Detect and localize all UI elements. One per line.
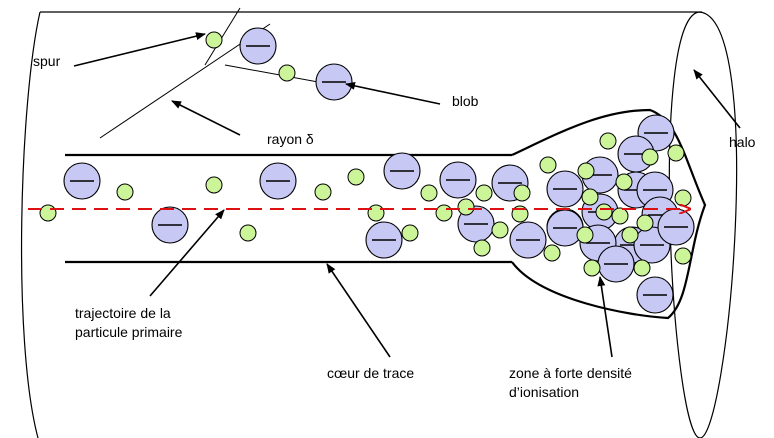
ion-small-particle (367, 204, 385, 222)
ion-large-particle (439, 161, 477, 199)
ion-small-particle (576, 226, 594, 244)
ion-small-particle (599, 132, 617, 150)
ion-small-particle (667, 144, 685, 162)
ion-small-particle (475, 184, 493, 202)
ion-large-particle (315, 63, 353, 101)
density-zone-label-line-1: zone à forte densité (509, 365, 632, 381)
ion-small-particle (611, 207, 629, 225)
blob-label: blob (452, 93, 479, 109)
ion-small-particle (457, 198, 475, 216)
track-core-arrow (326, 263, 391, 358)
ion-small-particle (539, 156, 557, 174)
ion-small-particle (674, 247, 692, 265)
ion-small-particle (674, 189, 692, 207)
trajectory-arrow (149, 209, 225, 297)
delta-ray-arrow (171, 100, 241, 136)
track-core-label: cœur de trace (327, 365, 415, 381)
ion-small-particle (314, 183, 332, 201)
ion-large-particle (597, 245, 635, 283)
ion-large-particle (546, 209, 584, 247)
ion-small-particle (581, 188, 599, 206)
ion-small-particle (577, 162, 595, 180)
high-density-zone-outline (511, 108, 707, 320)
ion-small-particle (636, 214, 654, 232)
ion-small-particle (595, 203, 613, 221)
ion-small-particle (278, 64, 296, 82)
ion-large-particle (151, 206, 189, 244)
ion-small-particle (641, 148, 659, 166)
ion-large-particle (383, 152, 421, 190)
ion-small-particle (491, 221, 509, 239)
ion-small-particle (615, 173, 633, 191)
halo-arrow (693, 69, 741, 129)
ion-small-particle (116, 183, 134, 201)
ion-small-particle (347, 168, 365, 186)
density-zone-label: zone à forte densité d’ionisation (509, 364, 632, 402)
ion-small-particle (205, 31, 223, 49)
ion-large-particle (239, 27, 277, 65)
halo-label: halo (729, 134, 756, 150)
ion-small-particle (473, 239, 491, 257)
ion-small-particle (435, 204, 453, 222)
delta-ray-lines (99, 7, 341, 139)
ion-small-particle (401, 224, 419, 242)
ion-large-particle (63, 162, 101, 200)
spur-branch-line (204, 7, 241, 66)
ion-large-particle (636, 276, 674, 314)
spur-label: spur (33, 53, 61, 69)
trajectory-label-line-1: trajectoire de la (75, 305, 171, 321)
ion-particles (39, 27, 695, 314)
halo-right-end-ellipse (668, 11, 738, 438)
ion-large-particle (259, 162, 297, 200)
ion-small-particle (633, 259, 651, 277)
ion-small-particle (513, 184, 531, 202)
ion-large-particle (365, 221, 403, 259)
trajectory-label-line-2: particule primaire (75, 324, 183, 340)
density-zone-arrow (597, 276, 613, 358)
ion-small-particle (420, 184, 438, 202)
delta-ray-label: rayon δ (267, 131, 314, 147)
ion-large-particle (509, 221, 547, 259)
ion-small-particle (39, 204, 57, 222)
blob-arrow (345, 81, 441, 105)
ion-large-particle (657, 208, 695, 246)
density-zone-label-line-2: d’ionisation (509, 384, 580, 400)
spur-arrow (73, 32, 206, 67)
ion-small-particle (621, 226, 639, 244)
ion-small-particle (543, 244, 561, 262)
ion-small-particle (583, 259, 601, 277)
ion-small-particle (205, 176, 223, 194)
ion-large-particle (546, 170, 584, 208)
track-core-outline (65, 108, 707, 320)
halo-left-end (20, 11, 41, 438)
halo-cylinder (20, 11, 738, 438)
trajectory-label: trajectoire de la particule primaire (75, 304, 182, 342)
ion-small-particle (239, 224, 257, 242)
pointer-arrows (73, 32, 741, 358)
